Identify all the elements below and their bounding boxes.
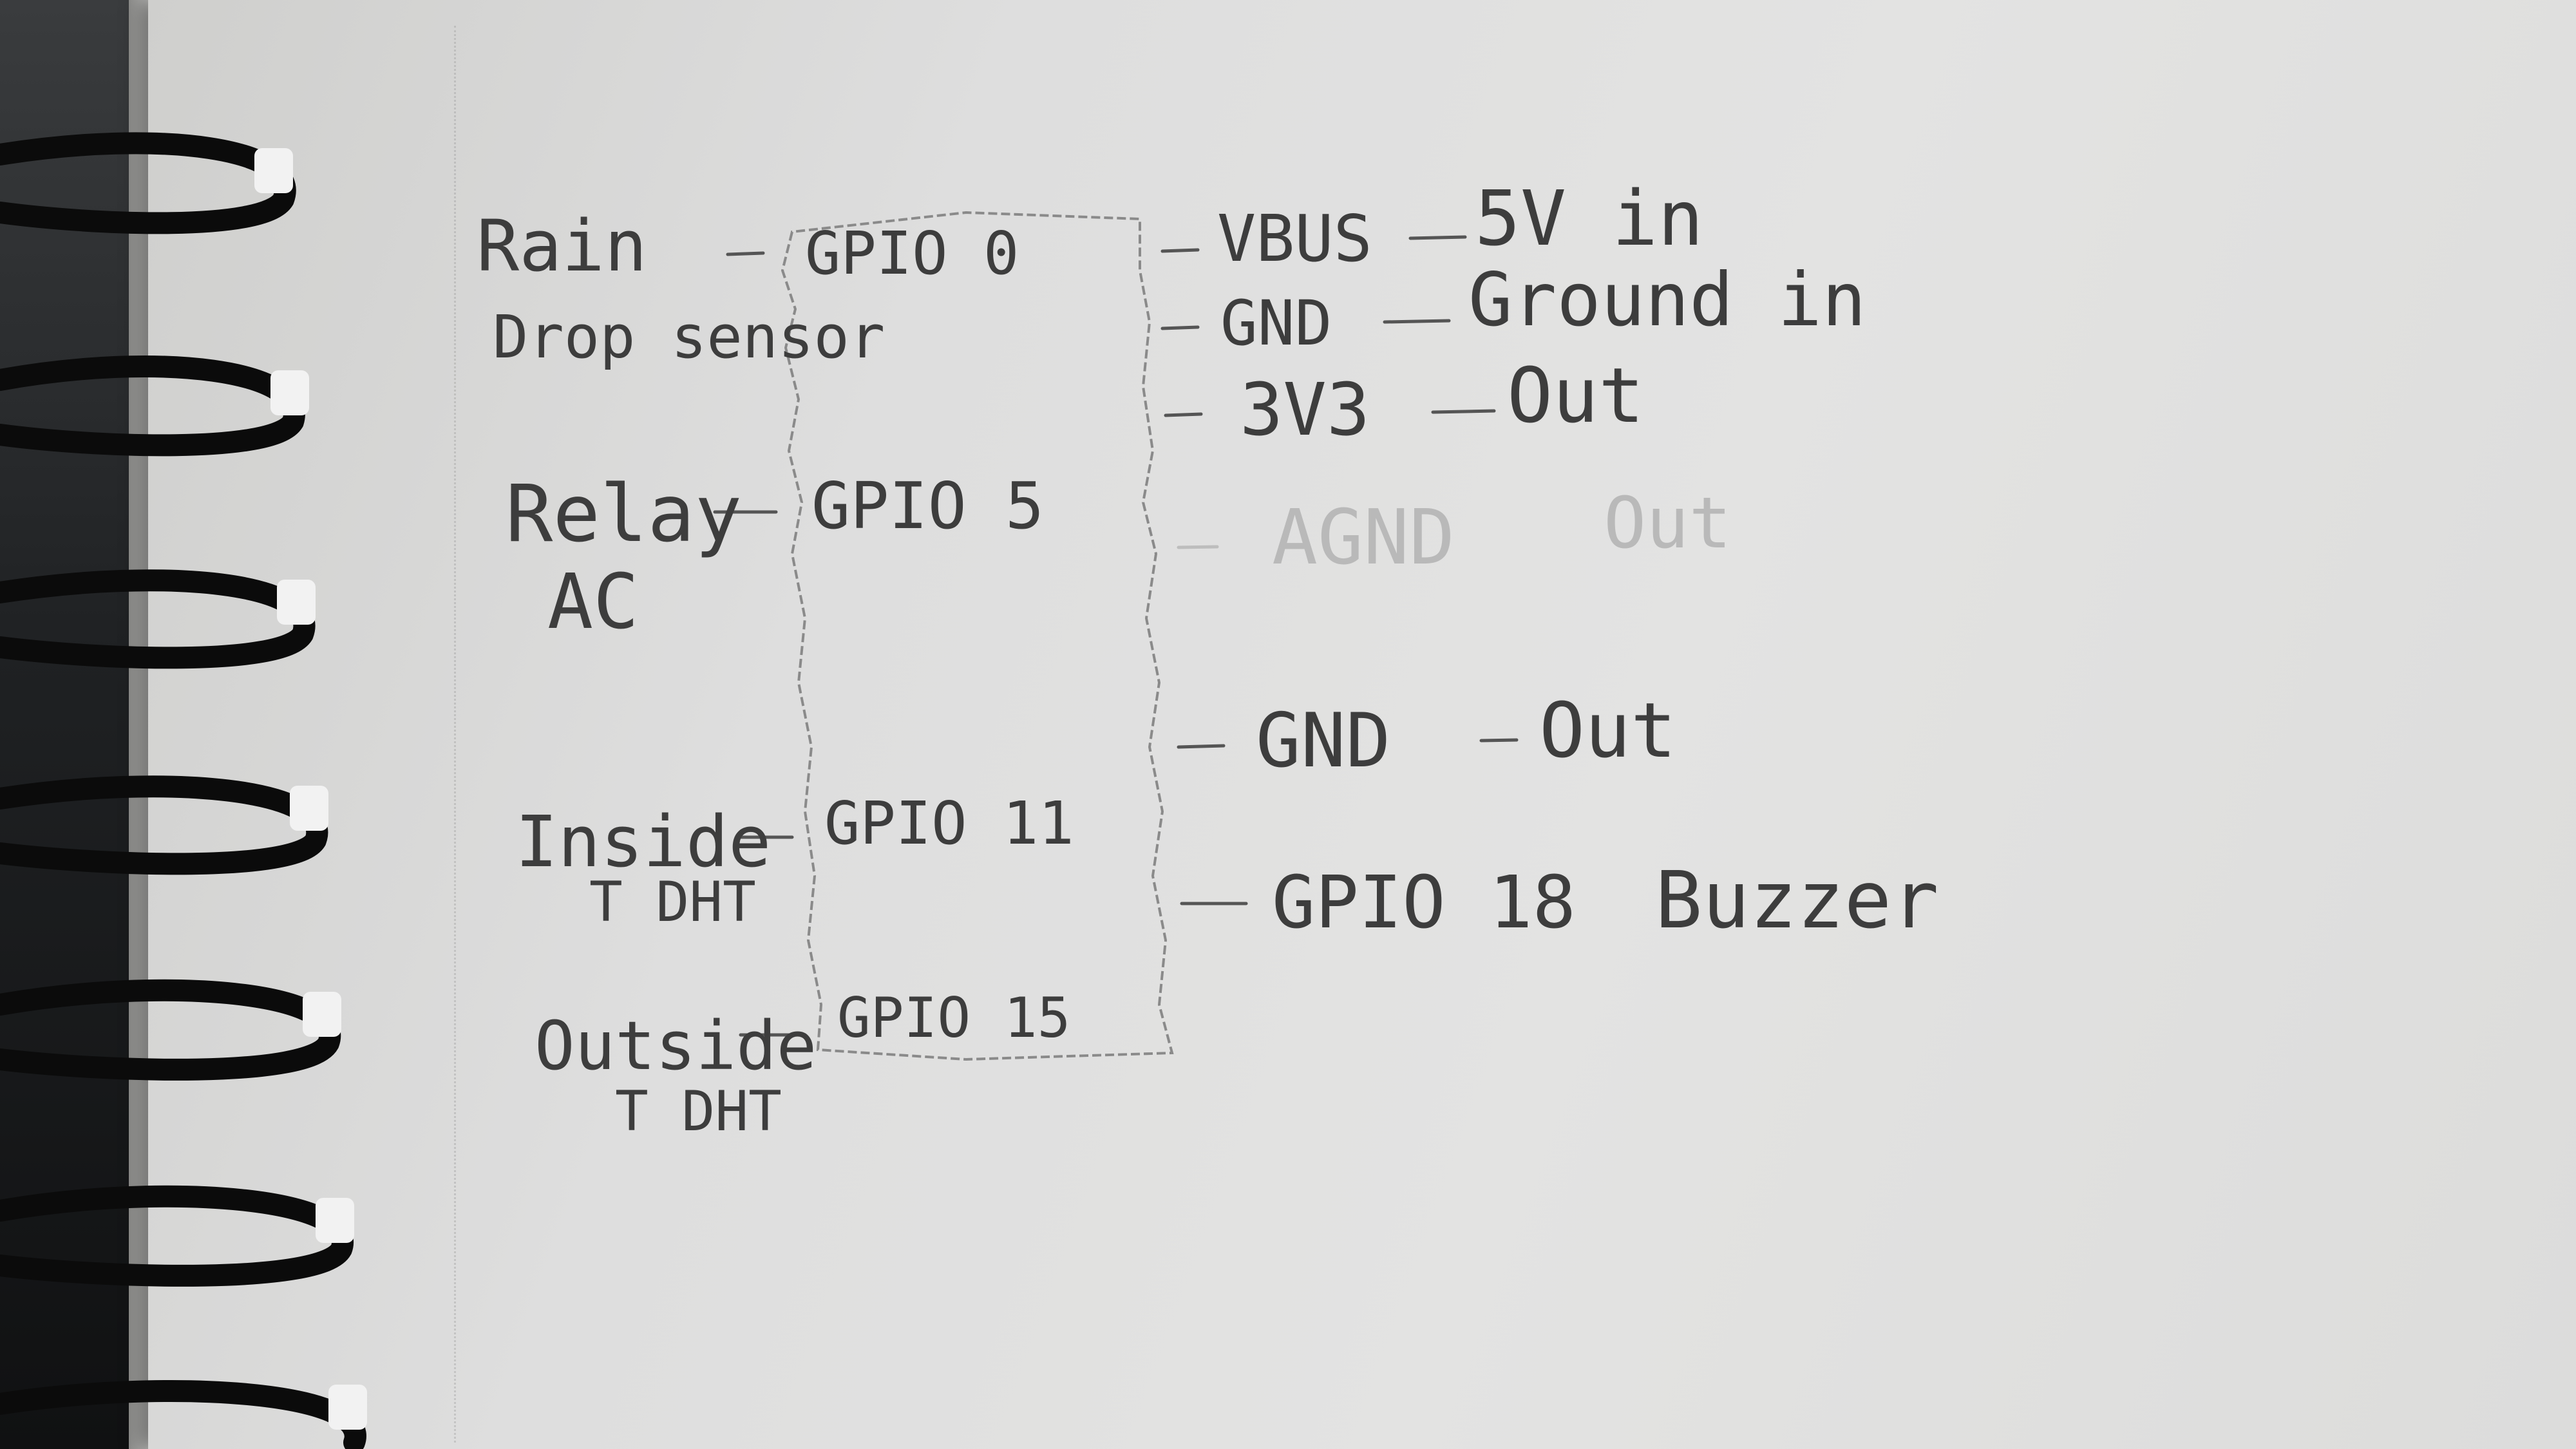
dash-3v3-note [1431, 409, 1496, 414]
pin-gpio-0-label: GPIO 0 [805, 219, 1019, 288]
pin-gpio-18-label: GPIO 18 [1272, 861, 1576, 945]
relay-sublabel: AC [547, 557, 639, 646]
gnd-in-note: Ground in [1468, 257, 1866, 343]
wire-gnd-in [1160, 325, 1200, 330]
agnd-note-erased: Out [1604, 482, 1732, 564]
vbus-note: 5V in [1475, 174, 1703, 263]
rain-sensor-sublabel: Drop sensor [493, 303, 885, 372]
relay-label: Relay [506, 468, 742, 560]
outside-dht-sublabel: T DHT [615, 1079, 782, 1144]
3v3-note: Out [1507, 351, 1644, 440]
page-margin-line [454, 26, 456, 1443]
pin-3v3-label: 3V3 [1240, 368, 1370, 452]
pin-gpio-15-label: GPIO 15 [837, 986, 1070, 1050]
gnd-out-note: Out [1539, 686, 1676, 775]
inside-dht-sublabel: T DHT [589, 870, 756, 934]
pin-vbus-label: VBUS [1217, 201, 1372, 276]
pin-agnd-label-erased: AGND [1272, 493, 1455, 582]
wire-vbus [1160, 248, 1200, 253]
wire-3v3 [1164, 412, 1203, 417]
pin-gpio-5-label: GPIO 5 [811, 468, 1044, 544]
pin-gpio-11-label: GPIO 11 [824, 789, 1074, 858]
wire-rain-sensor [726, 251, 765, 256]
dash-vbus-note [1408, 235, 1467, 240]
dash-gnd-out-note [1479, 738, 1519, 743]
inside-dht-label: Inside [515, 800, 771, 883]
chip-outline [781, 211, 1174, 1061]
outside-dht-label: Outside [535, 1007, 817, 1085]
rain-sensor-label: Rain [477, 205, 647, 287]
gpio-18-note: Buzzer [1655, 855, 1939, 946]
pin-gnd-in-label: GND [1220, 287, 1332, 359]
pin-gnd-out-label: GND [1256, 697, 1391, 784]
dash-gnd-in-note [1383, 319, 1451, 324]
wire-gnd-out [1177, 744, 1226, 749]
notebook-page [148, 0, 2576, 1449]
